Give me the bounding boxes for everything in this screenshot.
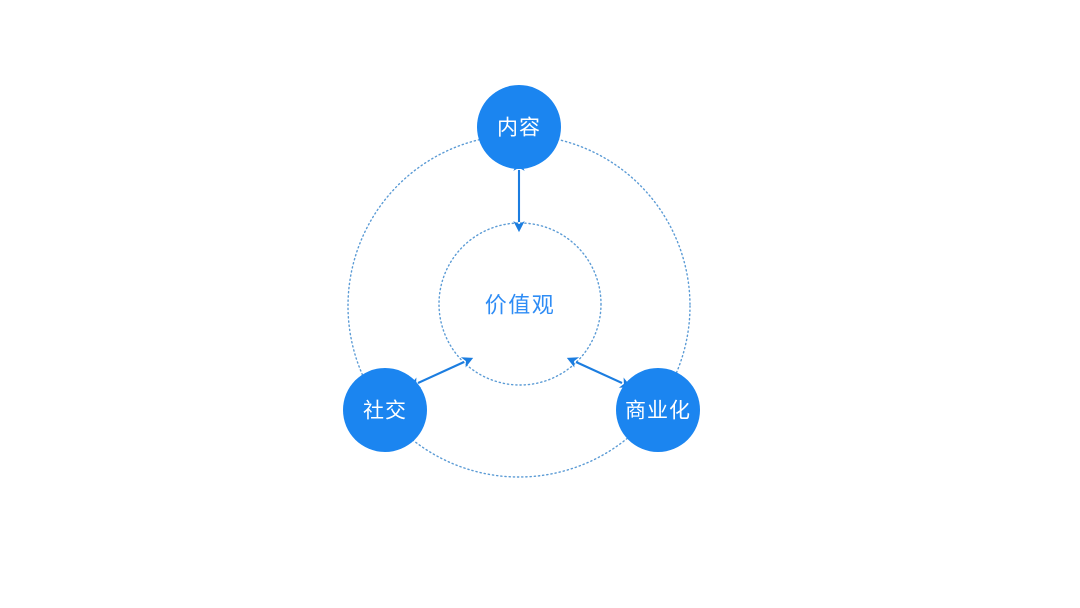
node-content[interactable]: 内容 [477, 85, 561, 169]
node-social[interactable]: 社交 [343, 368, 427, 452]
center-node-label: 价值观 [485, 293, 556, 318]
node-content-circle[interactable] [477, 85, 561, 169]
connector-social-to-center [408, 357, 474, 388]
connector-commercialization-to-center [566, 357, 632, 388]
node-commercialization-circle[interactable] [616, 368, 700, 452]
outer-dotted-ring [347, 134, 691, 478]
node-social-circle[interactable] [343, 368, 427, 452]
node-content-label: 内容 [497, 117, 541, 140]
node-commercialization[interactable]: 商业化 [616, 368, 700, 452]
inner-dotted-ring [438, 222, 602, 386]
node-commercialization-label: 商业化 [625, 400, 691, 423]
node-social-label: 社交 [363, 400, 407, 423]
